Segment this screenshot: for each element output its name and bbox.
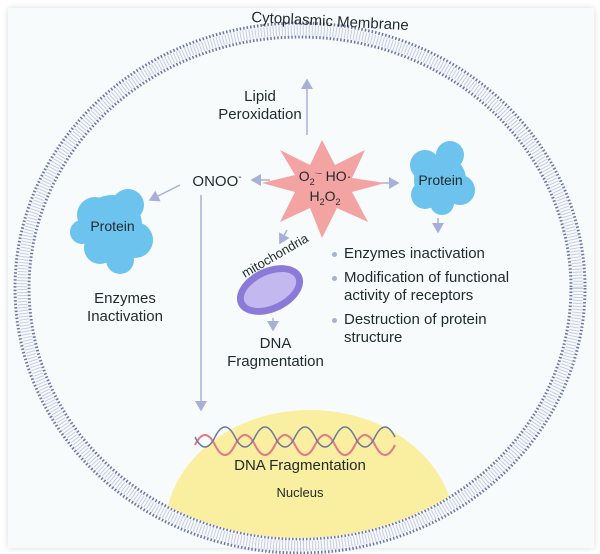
list-item: Destruction of protein structure: [332, 311, 542, 347]
nucleus-label: Nucleus: [276, 485, 324, 500]
dna-line: DNA: [259, 335, 292, 352]
arrow-onoo-to-protein: [148, 184, 181, 202]
arrow-to-mitochondria: [278, 229, 290, 245]
left-protein-effect: Enzymes Inactivation: [75, 290, 175, 326]
left-protein-icon: [70, 189, 153, 274]
list-item: Enzymes inactivation: [332, 245, 542, 263]
dna-helix-icon: [194, 426, 396, 456]
lipid-line: Lipid: [244, 88, 276, 105]
lipid-peroxidation-label: Lipid Peroxidation: [215, 88, 305, 124]
cytoplasmic-membrane: [13, 21, 587, 554]
ros-label: O2·– HO· H2O2: [285, 168, 365, 207]
onoo-label: ONOO-: [192, 172, 242, 190]
peroxidation-line: Peroxidation: [218, 106, 302, 123]
effect-line-1: Enzymes: [94, 290, 156, 307]
right-protein-label: Protein: [418, 172, 463, 188]
ros-line-1: O2·– HO·: [298, 168, 352, 187]
fragmentation-line: Fragmentation: [227, 353, 324, 370]
ros-star-icon: [262, 140, 385, 238]
nucleus: [165, 410, 455, 538]
mitochondria-effect: DNA Fragmentation: [218, 335, 333, 371]
list-item: Modification of functional activity of r…: [332, 269, 542, 305]
effect-line-2: Inactivation: [87, 308, 163, 325]
right-effects-list: Enzymes inactivation Modification of fun…: [332, 245, 542, 353]
right-protein-icon: [410, 141, 475, 215]
mitochondria-icon: [236, 265, 304, 315]
left-protein-label: Protein: [90, 218, 135, 234]
nucleus-effect: DNA Fragmentation: [234, 457, 366, 474]
ros-line-2: H2O2: [309, 187, 341, 207]
